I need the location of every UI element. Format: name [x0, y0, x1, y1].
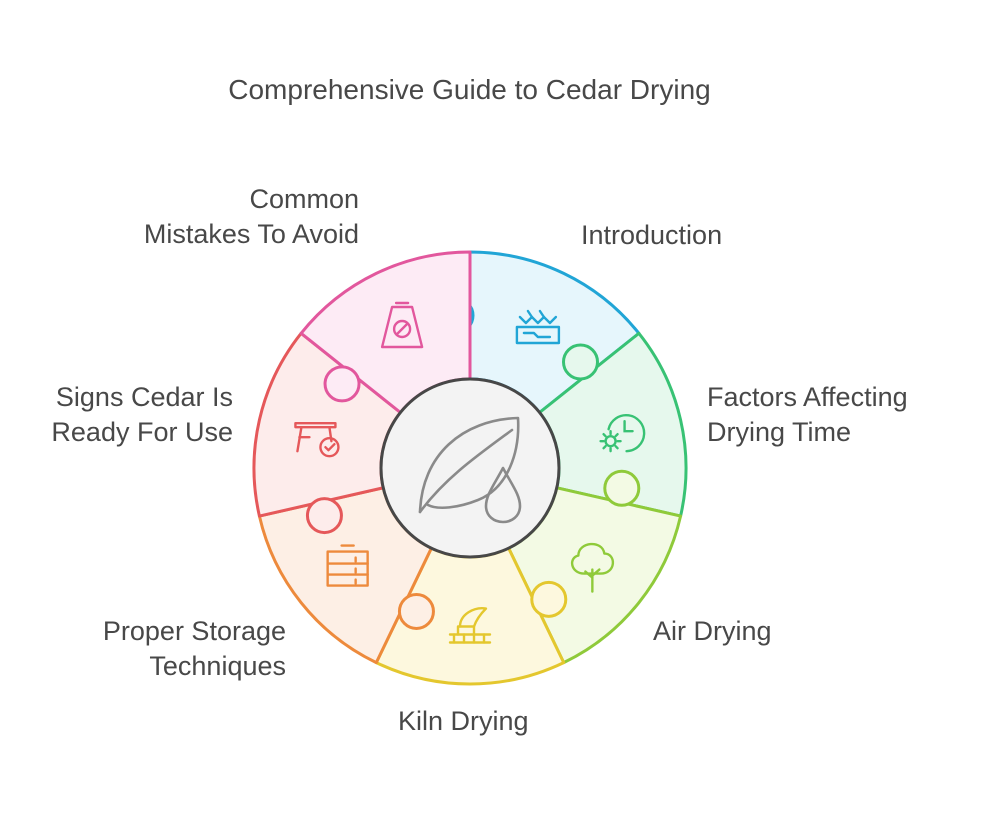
kiln-icon	[448, 607, 492, 644]
storage-cabinet-icon	[326, 544, 369, 587]
puzzle-knob-storage	[397, 592, 435, 630]
puzzle-knob-mistakes	[323, 365, 361, 403]
label-introduction: Introduction	[581, 220, 723, 250]
center-hub	[379, 377, 561, 559]
puzzle-knob-air-drying	[603, 469, 641, 507]
diagram-title: Comprehensive Guide to Cedar Drying	[228, 74, 711, 105]
label-storage: Proper Storage Techniques	[102, 616, 286, 681]
label-mistakes: Common Mistakes To Avoid	[143, 184, 359, 249]
label-kiln-drying: Kiln Drying	[398, 706, 529, 736]
label-air-drying: Air Drying	[653, 616, 772, 646]
puzzle-knob-signs	[305, 497, 343, 535]
caution-sign-icon	[380, 301, 424, 349]
label-factors: Factors Affecting Drying Time	[707, 382, 908, 447]
label-signs: Signs Cedar Is Ready For Use	[51, 382, 233, 447]
puzzle-knob-kiln-drying	[530, 580, 568, 618]
puzzle-knob-factors	[562, 343, 600, 381]
sun-clock-icon	[599, 413, 646, 453]
leaf-drop-icon	[418, 416, 522, 524]
table-check-icon	[294, 421, 340, 458]
tree-icon	[570, 542, 615, 593]
wood-plank-icon	[515, 309, 561, 345]
